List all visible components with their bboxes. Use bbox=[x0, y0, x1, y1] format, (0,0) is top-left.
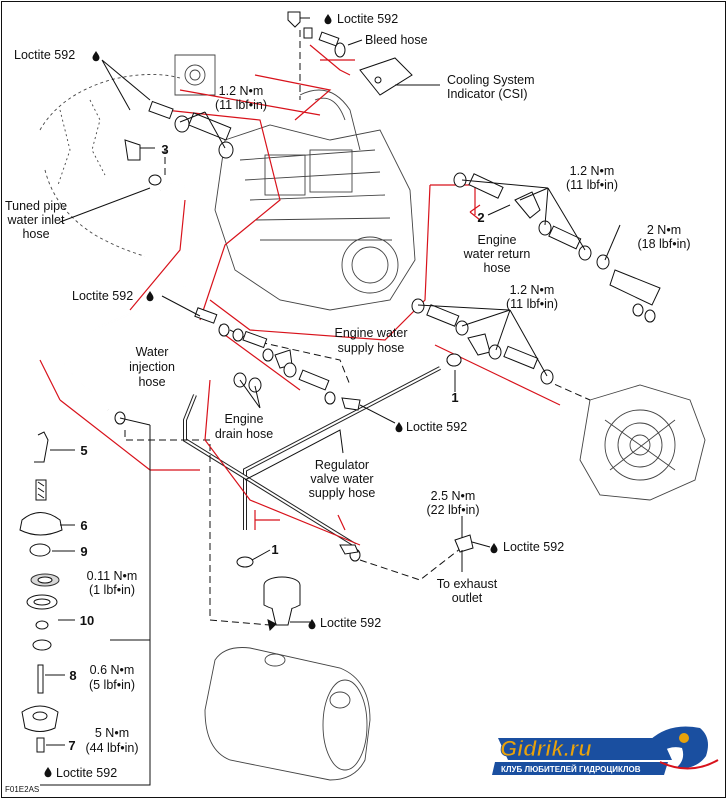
fittings bbox=[114, 11, 661, 632]
label-bleed-hose: Bleed hose bbox=[365, 33, 428, 47]
label-return-line3: hose bbox=[483, 261, 510, 275]
label-injection-line2: injection bbox=[129, 360, 175, 374]
label-torque-b-lbf: (11 lbf•in) bbox=[566, 178, 618, 192]
callout-1a: 1 bbox=[451, 390, 458, 405]
figure-code: F01E2AS bbox=[5, 785, 39, 794]
label-torque-c-lbf: (18 lbf•in) bbox=[637, 237, 690, 251]
label-torque-a-lbf: (11 lbf•in) bbox=[215, 98, 267, 112]
label-loctite-top: Loctite 592 bbox=[337, 12, 398, 26]
label-torque-e-lbf: (22 lbf•in) bbox=[426, 503, 479, 517]
loctite-drop-icon bbox=[308, 619, 316, 630]
label-loctite-valve: Loctite 592 bbox=[320, 616, 381, 630]
label-torque-f-nm: 0.11 N•m bbox=[87, 569, 138, 583]
label-torque-a-nm: 1.2 N•m bbox=[219, 84, 264, 98]
label-loctite-bottom: Loctite 592 bbox=[56, 766, 117, 780]
label-reg-line3: supply hose bbox=[309, 486, 376, 500]
loctite-drop-icon bbox=[44, 767, 52, 778]
label-torque-f-lbf: (1 lbf•in) bbox=[89, 583, 135, 597]
loctite-drop-icon bbox=[92, 51, 100, 62]
logo-brand: Gidrik.ru bbox=[500, 736, 592, 761]
gidrik-logo: Gidrik.ru КЛУБ ЛЮБИТЕЛЕЙ ГИДРОЦИКЛОВ bbox=[492, 726, 719, 775]
label-injection-line3: hose bbox=[138, 375, 165, 389]
callout-1b: 1 bbox=[271, 542, 278, 557]
label-reg-line2: valve water bbox=[310, 472, 373, 486]
callout-7: 7 bbox=[68, 738, 75, 753]
label-loctite-drain: Loctite 592 bbox=[406, 420, 467, 434]
label-csi-line2: Indicator (CSI) bbox=[447, 87, 528, 101]
label-exhaust-line1: To exhaust bbox=[437, 577, 498, 591]
loctite-drop-icon bbox=[490, 543, 498, 554]
label-loctite-right: Loctite 592 bbox=[503, 540, 564, 554]
callout-6: 6 bbox=[80, 518, 87, 533]
label-torque-d-nm: 1.2 N•m bbox=[510, 283, 555, 297]
loctite-drop-icon bbox=[324, 14, 332, 25]
leader-lines bbox=[59, 17, 621, 623]
regulator-supply-hose bbox=[183, 366, 441, 547]
label-tuned-line2: water inlet bbox=[7, 213, 65, 227]
label-exhaust-line2: outlet bbox=[452, 591, 483, 605]
label-loctite-mid: Loctite 592 bbox=[72, 289, 133, 303]
label-torque-c-nm: 2 N•m bbox=[647, 223, 681, 237]
callout-9: 9 bbox=[80, 544, 87, 559]
label-reg-line1: Regulator bbox=[315, 458, 369, 472]
label-torque-b-nm: 1.2 N•m bbox=[570, 164, 615, 178]
label-torque-g-lbf: (5 lbf•in) bbox=[89, 678, 135, 692]
label-drain-line2: drain hose bbox=[215, 427, 273, 441]
label-torque-g-nm: 0.6 N•m bbox=[90, 663, 135, 677]
label-torque-e-nm: 2.5 N•m bbox=[431, 489, 476, 503]
label-supply-line2: supply hose bbox=[338, 341, 405, 355]
label-torque-h-lbf: (44 lbf•in) bbox=[85, 741, 138, 755]
label-supply-line1: Engine water bbox=[335, 326, 408, 340]
label-torque-d-lbf: (11 lbf•in) bbox=[506, 297, 558, 311]
label-loctite-topleft: Loctite 592 bbox=[14, 48, 75, 62]
label-injection-line1: Water bbox=[136, 345, 169, 359]
label-tuned-line3: hose bbox=[22, 227, 49, 241]
jet-pump-sketch bbox=[579, 384, 706, 501]
callout-2: 2 bbox=[477, 210, 484, 225]
callout-5: 5 bbox=[80, 443, 87, 458]
loctite-drop-icon bbox=[395, 422, 403, 433]
callout-8: 8 bbox=[69, 668, 76, 683]
label-tuned-line1: Tuned pipe bbox=[5, 199, 67, 213]
label-csi-line1: Cooling System bbox=[447, 73, 535, 87]
callout-3: 3 bbox=[161, 142, 168, 157]
label-return-line2: water return bbox=[463, 247, 531, 261]
label-drain-line1: Engine bbox=[225, 412, 264, 426]
label-torque-h-nm: 5 N•m bbox=[95, 726, 129, 740]
water-injection-hose bbox=[63, 182, 193, 411]
muffler-sketch bbox=[204, 647, 371, 781]
valve-exploded-view bbox=[19, 417, 151, 786]
red-routing-lines bbox=[39, 44, 561, 546]
callout-10: 10 bbox=[80, 613, 94, 628]
logo-tagline: КЛУБ ЛЮБИТЕЛЕЙ ГИДРОЦИКЛОВ bbox=[501, 765, 641, 774]
engine-sketch bbox=[214, 89, 416, 311]
label-return-line1: Engine bbox=[478, 233, 517, 247]
